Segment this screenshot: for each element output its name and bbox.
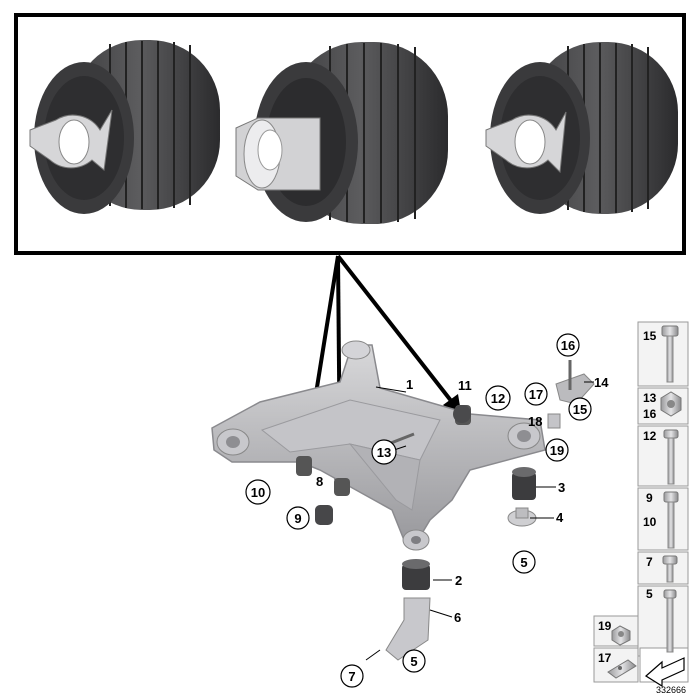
callout-16: 16 — [556, 333, 580, 357]
bolt-12-image — [663, 429, 679, 485]
bolt-9-10-image — [663, 491, 679, 549]
bolt-5-image — [663, 589, 677, 653]
callout-7: 7 — [340, 664, 364, 688]
svg-text:16: 16 — [643, 407, 657, 421]
svg-text:3: 3 — [558, 480, 565, 495]
svg-text:13: 13 — [643, 391, 657, 405]
svg-text:16: 16 — [561, 338, 575, 353]
drawing-number: 332666 — [656, 685, 686, 695]
callout-1: 1 — [406, 377, 413, 392]
part-bracket-6 — [385, 597, 431, 661]
svg-text:6: 6 — [454, 610, 461, 625]
fastener-parts-list: 15 13 16 12 9 10 7 5 19 17 — [593, 321, 689, 688]
callout-14: 14 — [594, 375, 609, 390]
svg-text:1: 1 — [406, 377, 413, 392]
svg-text:19: 19 — [598, 619, 612, 633]
callout-18: 18 — [528, 414, 542, 429]
callout-17: 17 — [524, 382, 548, 406]
svg-text:17: 17 — [529, 387, 543, 402]
bushing-image-3 — [485, 42, 678, 214]
callout-8: 8 — [316, 474, 323, 489]
part-clip-18 — [547, 413, 561, 429]
svg-text:7: 7 — [646, 555, 653, 569]
callout-13: 13 — [371, 439, 397, 465]
part-mount-3 — [512, 467, 536, 500]
callout-15: 15 — [568, 397, 592, 421]
callout-2: 2 — [455, 573, 462, 588]
svg-text:11: 11 — [458, 378, 472, 393]
svg-text:9: 9 — [646, 491, 653, 505]
callout-3: 3 — [558, 480, 565, 495]
front-direction-arrow-icon — [644, 657, 685, 688]
nut-19-image — [611, 625, 631, 646]
part-mount-2 — [402, 559, 430, 590]
svg-text:5: 5 — [646, 587, 653, 601]
callout-5-upper: 5 — [512, 550, 536, 574]
svg-text:9: 9 — [294, 511, 301, 526]
bolt-7-image — [662, 555, 678, 583]
callout-6: 6 — [454, 610, 461, 625]
svg-text:4: 4 — [556, 510, 564, 525]
svg-text:5: 5 — [410, 654, 417, 669]
svg-text:15: 15 — [643, 329, 657, 343]
svg-text:7: 7 — [348, 669, 355, 684]
svg-text:10: 10 — [251, 485, 265, 500]
callout-9: 9 — [286, 506, 310, 530]
callout-10: 10 — [245, 479, 271, 505]
svg-text:12: 12 — [643, 429, 657, 443]
nut-13-16-image — [660, 391, 682, 417]
bushing-image-1 — [29, 40, 220, 214]
part-bushing-9 — [315, 505, 333, 525]
callout-4: 4 — [556, 510, 564, 525]
svg-text:10: 10 — [643, 515, 657, 529]
svg-text:5: 5 — [520, 555, 527, 570]
clip-17-image — [607, 659, 637, 679]
callout-5-lower: 5 — [402, 649, 426, 673]
svg-text:12: 12 — [491, 391, 505, 406]
callout-12: 12 — [485, 385, 511, 411]
svg-text:13: 13 — [377, 445, 391, 460]
part-bracket-4 — [507, 507, 537, 527]
svg-text:15: 15 — [573, 402, 587, 417]
callout-11: 11 — [458, 378, 472, 393]
svg-text:2: 2 — [455, 573, 462, 588]
svg-text:14: 14 — [594, 375, 609, 390]
part-ring-12 — [453, 405, 471, 423]
bolt-15-image — [661, 325, 679, 383]
bushing-image-2 — [235, 42, 448, 224]
svg-text:17: 17 — [598, 651, 612, 665]
svg-text:18: 18 — [528, 414, 542, 429]
svg-text:19: 19 — [550, 443, 564, 458]
callout-19: 19 — [545, 438, 569, 462]
bushing-inset-panel — [14, 13, 686, 255]
svg-text:8: 8 — [316, 474, 323, 489]
